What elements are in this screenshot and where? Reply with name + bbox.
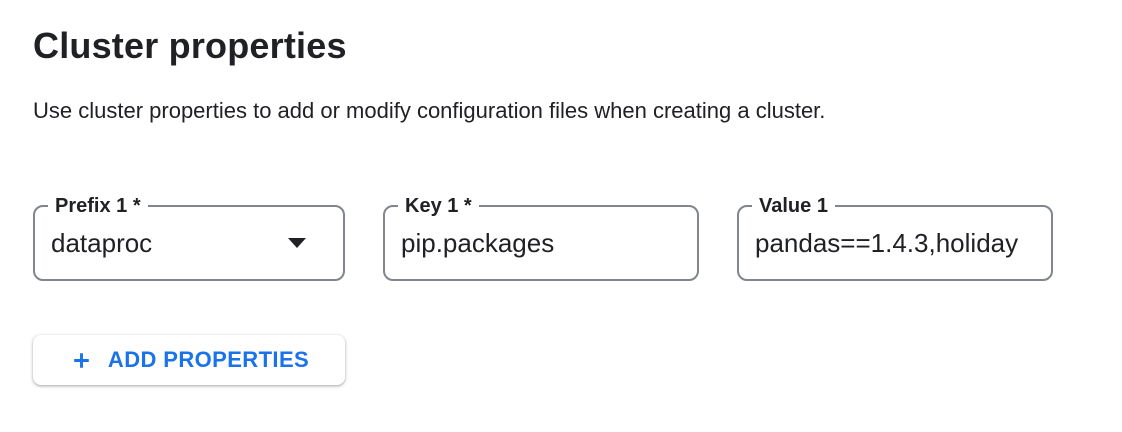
- property-row: Prefix 1 * dataproc Key 1 * Value 1: [33, 194, 1122, 281]
- section-description: Use cluster properties to add or modify …: [33, 98, 826, 123]
- prefix-selected-value: dataproc: [51, 227, 153, 258]
- value-field: Value 1: [737, 194, 1053, 281]
- key-input[interactable]: [385, 207, 697, 279]
- add-properties-label: ADD PROPERTIES: [107, 347, 310, 372]
- key-label: Key 1 *: [398, 194, 479, 218]
- add-properties-button[interactable]: ADD PROPERTIES: [33, 335, 345, 385]
- page-title: Cluster properties: [33, 25, 347, 66]
- key-field: Key 1 *: [383, 194, 699, 281]
- value-input[interactable]: [739, 207, 1051, 279]
- plus-icon: [69, 348, 94, 373]
- dropdown-arrow-icon: [288, 238, 306, 248]
- value-label: Value 1: [752, 194, 835, 218]
- prefix-select[interactable]: Prefix 1 * dataproc: [33, 194, 345, 281]
- cluster-properties-section: Cluster properties Use cluster propertie…: [33, 25, 1122, 385]
- prefix-label: Prefix 1 *: [48, 194, 148, 218]
